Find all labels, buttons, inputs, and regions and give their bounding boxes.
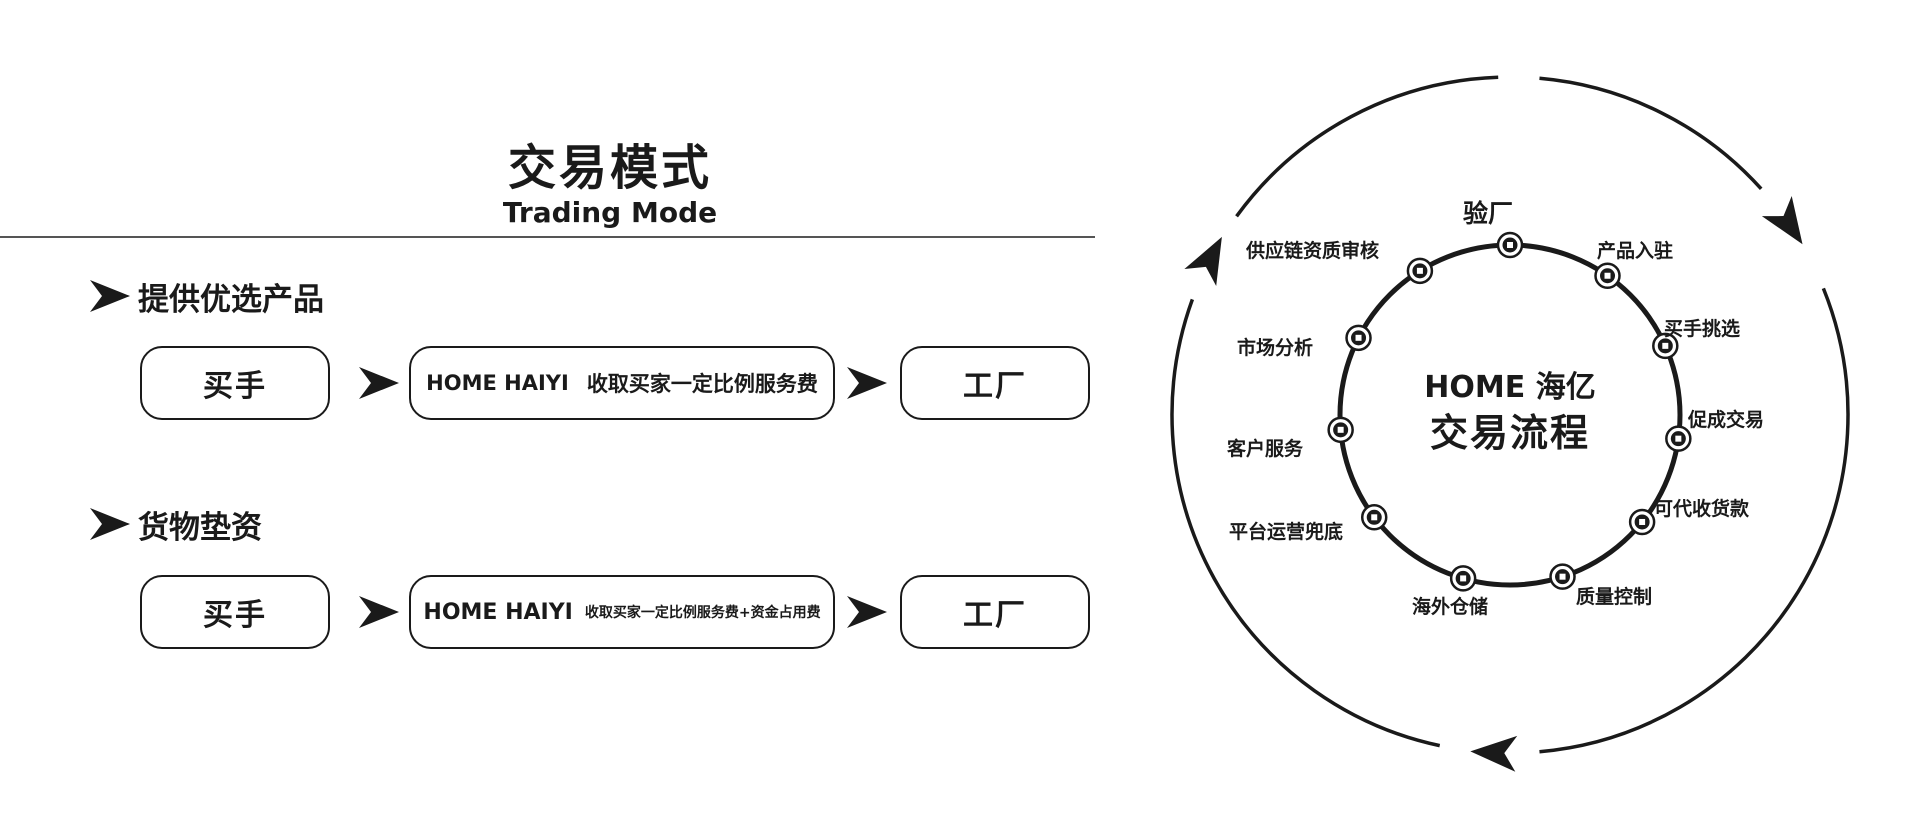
arrow-marker-icon: [90, 280, 130, 312]
flow-row-1: 买手 HOME HAIYI 收取买家一定比例服务费 工厂: [0, 346, 1100, 420]
page-title: 交易模式: [507, 140, 712, 196]
flow-box-factory: 工厂: [900, 575, 1090, 649]
outer-ring-arc: [1539, 287, 1850, 754]
flow-box-buyer: 买手: [140, 575, 330, 649]
platform-brand: HOME HAIYI: [426, 371, 569, 395]
pie-chart-icon: [1345, 324, 1372, 352]
coin-icon: [1665, 425, 1692, 452]
platform-fee-desc: 收取买家一定比例服务费: [586, 372, 818, 396]
warehouse-grid-icon: [1449, 565, 1477, 592]
section-heading-goods-financing: 货物垫资: [88, 504, 262, 546]
support-icon: [1327, 416, 1354, 444]
warning-icon: [1360, 504, 1388, 531]
cycle-step-label: 验厂: [1463, 199, 1514, 228]
cycle-step-label: 可代收货款: [1654, 498, 1750, 520]
cycle-step-label: 买手挑选: [1664, 318, 1741, 340]
box-icon: [1594, 262, 1621, 289]
cycle-step-label: 平台运营兜底: [1229, 521, 1344, 543]
cycle-center-title: 交易流程: [1429, 411, 1590, 455]
cycle-step-label: 市场分析: [1237, 337, 1314, 359]
magnifier-icon: [1549, 563, 1576, 590]
title-divider: [0, 236, 1095, 238]
document-icon: [1496, 231, 1524, 259]
cycle-step-label: 质量控制: [1576, 586, 1653, 608]
user-select-icon: [1652, 332, 1679, 360]
arrow-marker-icon: [90, 508, 130, 540]
cycle-step-label: 海外仓储: [1412, 596, 1489, 618]
page-subtitle: Trading Mode: [502, 196, 718, 229]
flow-arrow-icon: [359, 596, 399, 628]
flow-arrow-icon: [847, 596, 887, 628]
cycle-step-label: 产品入驻: [1597, 240, 1674, 262]
cycle-direction-arrow-icon: [1470, 735, 1518, 772]
flow-box-platform: HOME HAIYI 收取买家一定比例服务费: [409, 346, 835, 420]
cycle-center-brand: HOME 海亿: [1424, 370, 1596, 405]
outer-cycle-ring: [1170, 75, 1850, 772]
money-bag-icon: [1628, 508, 1656, 536]
flow-box-platform: HOME HAIYI 收取买家一定比例服务费+资金占用费: [409, 575, 835, 649]
cycle-step-label: 供应链资质审核: [1246, 240, 1380, 262]
outer-ring-arc: [1235, 75, 1499, 218]
section-title: 货物垫资: [138, 509, 262, 546]
cycle-step-label: 促成交易: [1688, 409, 1765, 431]
cycle-direction-arrow-icon: [1761, 196, 1803, 245]
section-title: 提供优选产品: [138, 281, 324, 318]
cycle-direction-arrow-icon: [1184, 236, 1222, 286]
outer-ring-arc: [1170, 298, 1441, 748]
flow-row-2: 买手 HOME HAIYI 收取买家一定比例服务费+资金占用费 工厂: [0, 575, 1100, 649]
flow-box-buyer: 买手: [140, 346, 330, 420]
section-heading-preferred-products: 提供优选产品: [88, 276, 324, 318]
flow-box-factory: 工厂: [900, 346, 1090, 420]
flow-arrow-icon: [359, 367, 399, 399]
flow-arrow-icon: [847, 367, 887, 399]
platform-brand: HOME HAIYI: [423, 599, 573, 625]
trading-process-cycle: [1170, 75, 1850, 772]
outer-ring-arc: [1539, 76, 1763, 191]
platform-fee-desc: 收取买家一定比例服务费+资金占用费: [584, 605, 821, 621]
network-icon: [1406, 257, 1434, 285]
cycle-step-label: 客户服务: [1227, 438, 1304, 460]
